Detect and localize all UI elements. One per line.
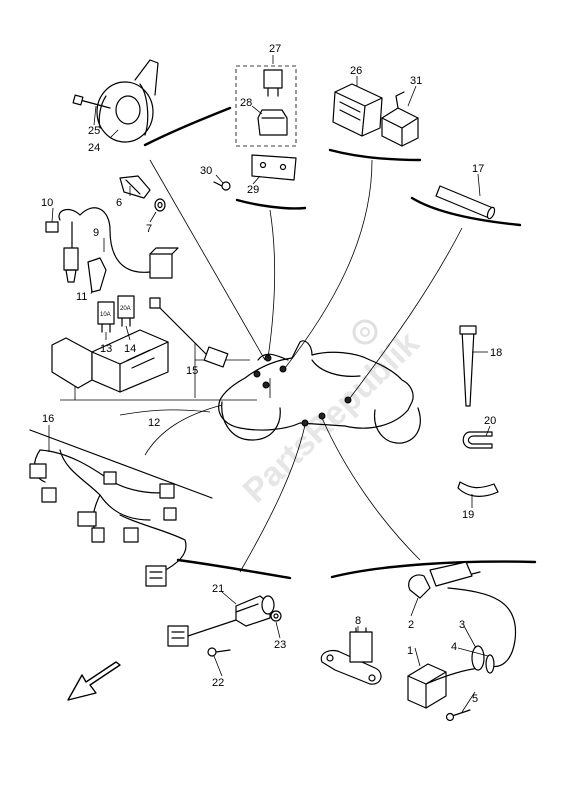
callout-20: 20	[484, 415, 496, 427]
callout-29: 29	[247, 184, 259, 196]
callout-7: 7	[146, 223, 152, 235]
gear-icon	[352, 319, 378, 345]
callout-4: 4	[451, 641, 457, 653]
callout-6: 6	[116, 197, 122, 209]
callout-2: 2	[408, 619, 414, 631]
sensor-assembly	[167, 595, 275, 647]
callout-3: 3	[459, 619, 465, 631]
nut-23	[270, 610, 282, 622]
callout-11: 11	[76, 291, 87, 303]
callout-27: 27	[269, 43, 281, 55]
horn	[96, 59, 159, 143]
callout-17: 17	[472, 163, 484, 175]
callout-19: 19	[462, 509, 474, 521]
callout-8: 8	[355, 615, 361, 627]
watermark: PartsRepublik	[236, 319, 427, 510]
clamp-20	[462, 431, 493, 449]
pickup-coil	[320, 627, 382, 685]
callout-25: 25	[88, 125, 100, 137]
callout-23: 23	[274, 639, 286, 651]
leader-lines	[60, 159, 463, 573]
arrow-down-left-icon	[67, 661, 121, 701]
callout-5: 5	[472, 693, 478, 705]
callout-16: 16	[42, 413, 54, 425]
callout-1: 1	[407, 645, 413, 657]
callout-15: 15	[186, 365, 198, 377]
plug-lead	[408, 561, 517, 667]
relay-unit	[332, 83, 383, 137]
starter-relay	[51, 329, 169, 393]
svg-text:20A: 20A	[120, 306, 131, 312]
callout-21: 21	[212, 583, 224, 595]
neutral-switch	[45, 207, 179, 283]
callout-28: 28	[240, 97, 252, 109]
callout-10: 10	[41, 197, 53, 209]
callout-18: 18	[490, 347, 502, 359]
sensor	[119, 175, 151, 199]
lead-grommet	[471, 645, 495, 674]
callout-24: 24	[88, 142, 100, 154]
callout-13: 13	[100, 343, 112, 355]
tube	[435, 185, 496, 220]
clamp-19	[457, 481, 499, 497]
screw-22	[207, 647, 231, 657]
callout-31: 31	[410, 75, 422, 87]
motorcycle-outline	[218, 340, 421, 444]
wire-clip	[87, 257, 107, 293]
callout-14: 14	[124, 343, 136, 355]
screw	[213, 181, 231, 191]
group-brackets	[143, 106, 537, 580]
callout-26: 26	[350, 65, 362, 77]
callout-30: 30	[200, 165, 212, 177]
screw-5	[445, 709, 471, 722]
relay	[381, 91, 419, 147]
horn-bolt	[72, 94, 111, 109]
ignition-coil	[407, 663, 481, 709]
svg-text:10A: 10A	[100, 312, 111, 318]
lead-wire	[149, 297, 229, 368]
cable-tie	[459, 325, 477, 407]
callout-9: 9	[93, 227, 99, 239]
bracket	[251, 154, 297, 181]
callout-12: 12	[148, 417, 160, 429]
fuses: 10A 20A	[97, 295, 135, 333]
wire-harness	[29, 429, 213, 587]
washer	[154, 198, 166, 212]
callouts: 27 28 29 30 26 31 25 24 6 7 10 9 11 13 1…	[41, 43, 502, 713]
relay-group	[235, 65, 297, 147]
callout-22: 22	[212, 677, 224, 689]
